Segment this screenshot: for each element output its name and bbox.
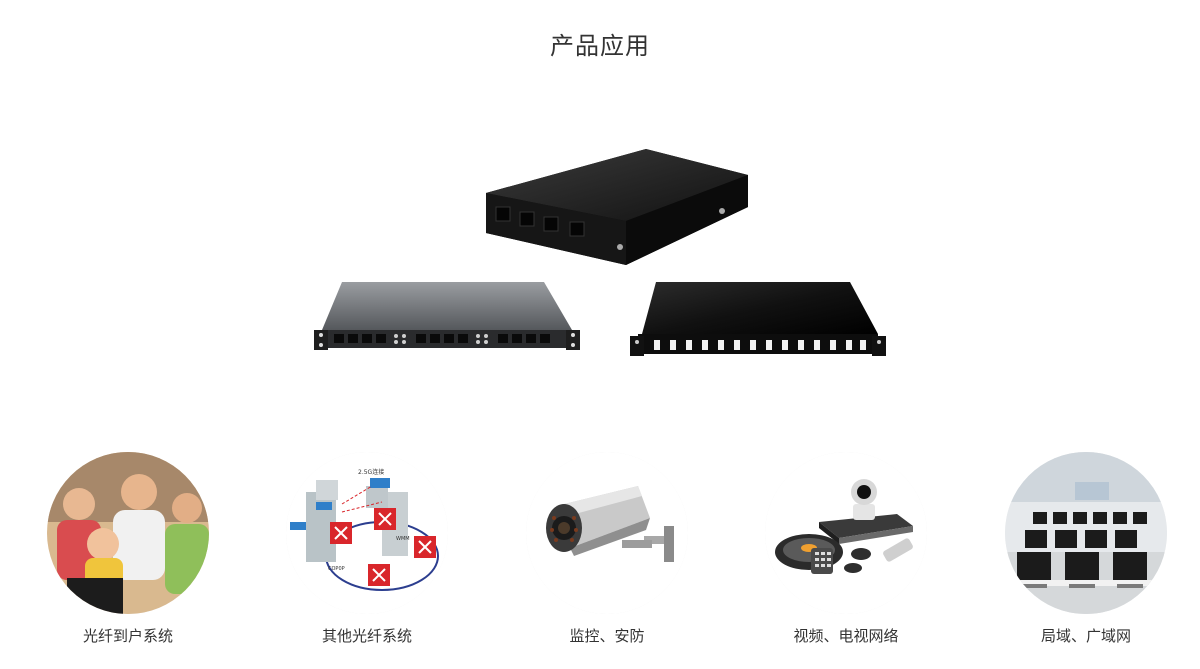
application-item[interactable]: 局域、广域网 [986,452,1186,646]
diagram-text: 2.5G连接 [358,468,384,476]
product-patch-panel-grey-image [314,282,580,350]
diagram-text: COP0P [328,566,345,572]
security-camera-image [526,452,688,614]
family-computer-image [47,452,209,614]
application-label: 局域、广域网 [1040,627,1131,645]
application-label: 其他光纤系统 [321,627,412,645]
application-item[interactable]: 光纤到户系统 [28,452,228,646]
application-item[interactable]: 2.5G连接 WMM COP0P 其他光纤系统 [267,452,467,646]
network-topology-image: 2.5G连接 WMM COP0P [286,452,448,614]
computer-lab-image [1005,452,1167,614]
product-patch-panel-black-image [630,282,886,356]
section-title: 产品应用 [550,32,650,60]
applications-row: 光纤到户系统 [0,452,1200,662]
application-item[interactable]: 监控、安防 [507,452,707,646]
video-conference-image [765,452,927,614]
product-desktop-box-image [486,149,748,265]
diagram-text: WMM [396,536,410,542]
application-label: 视频、电视网络 [793,627,899,645]
application-label: 光纤到户系统 [82,627,173,645]
application-item[interactable]: 视频、电视网络 [746,452,946,646]
application-label: 监控、安防 [569,627,645,645]
